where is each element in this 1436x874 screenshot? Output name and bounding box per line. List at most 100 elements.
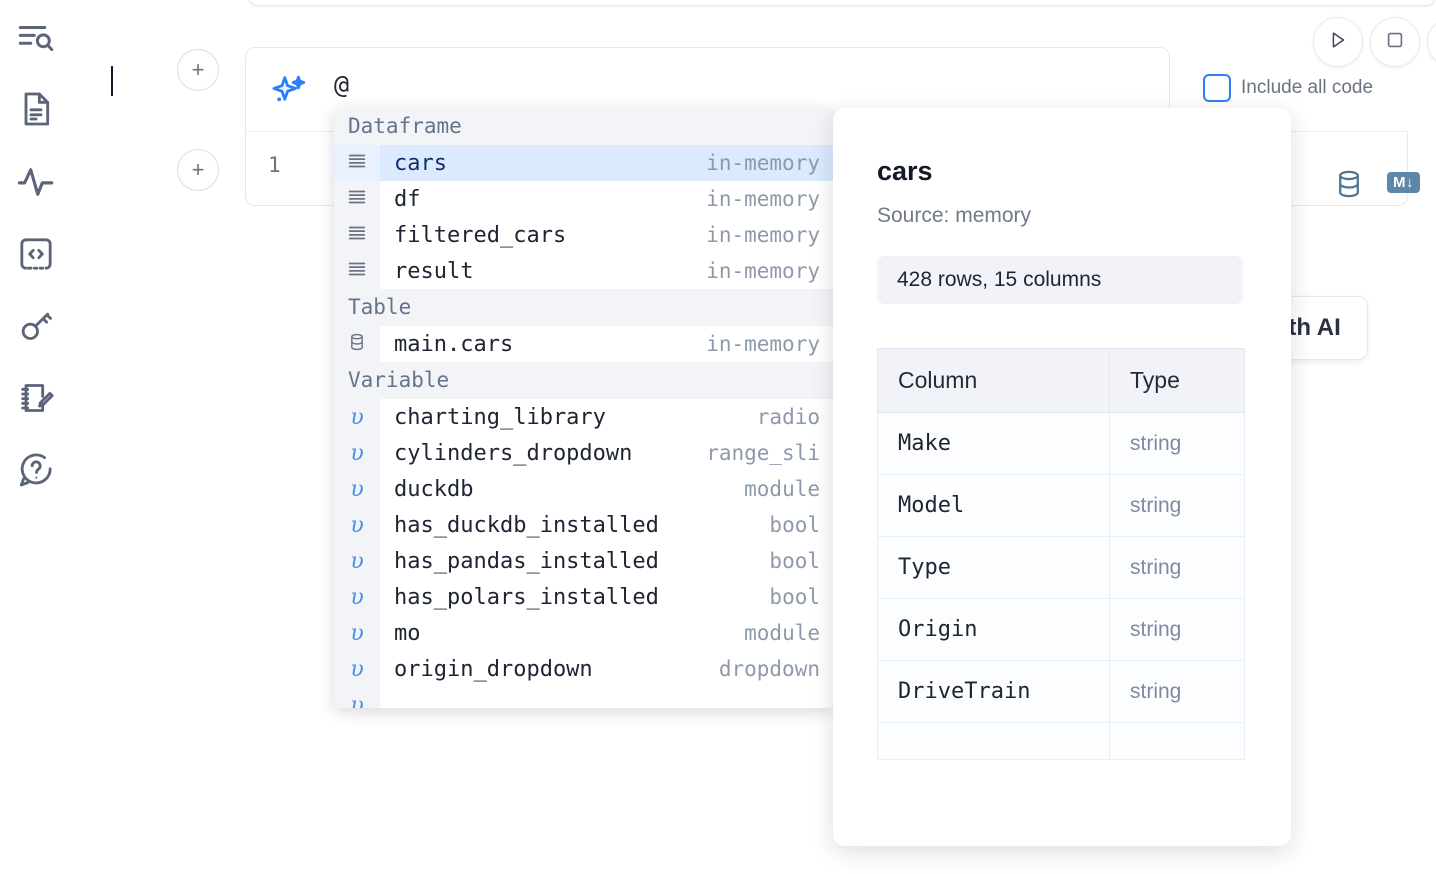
autocomplete-item-name: main.cars: [394, 331, 514, 357]
autocomplete-item-icon: υ: [334, 471, 380, 507]
autocomplete-item-type: in-memory: [706, 259, 820, 283]
sidebar-item-explore[interactable]: [12, 14, 60, 62]
schema-column-name: Type: [877, 536, 1110, 599]
autocomplete-item-icon: υ: [334, 399, 380, 435]
include-all-code-row[interactable]: Include all code: [1203, 74, 1373, 102]
autocomplete-item-name: filtered_cars: [394, 222, 567, 248]
add-cell-above-button[interactable]: +: [177, 49, 219, 91]
autocomplete-group-header: Table: [334, 289, 834, 326]
database-icon[interactable]: [1333, 168, 1365, 205]
stop-button[interactable]: [1370, 17, 1420, 67]
sidebar-item-activity[interactable]: [12, 158, 60, 206]
autocomplete-item-partial[interactable]: υ: [334, 687, 834, 708]
dataset-info-panel: cars Source: memory 428 rows, 15 columns…: [833, 108, 1291, 846]
text-caret: [111, 66, 113, 96]
schema-column-name: Model: [877, 474, 1110, 537]
table-database-icon: [347, 332, 367, 357]
autocomplete-item[interactable]: υ charting_library radio: [334, 399, 834, 435]
schema-column-type: string: [1109, 474, 1245, 537]
previous-cell-partial: [248, 0, 1436, 6]
autocomplete-item-name: has_pandas_installed: [394, 548, 659, 574]
sidebar-item-scratchpad[interactable]: [12, 374, 60, 422]
autocomplete-item-name: has_duckdb_installed: [394, 512, 659, 538]
variable-icon: υ: [350, 692, 364, 709]
autocomplete-item-type: module: [744, 477, 820, 501]
autocomplete-item-type: in-memory: [706, 187, 820, 211]
autocomplete-item-name: mo: [394, 620, 421, 646]
autocomplete-item-icon: υ: [334, 543, 380, 579]
autocomplete-item-type: in-memory: [706, 332, 820, 356]
include-all-code-label: Include all code: [1241, 77, 1374, 98]
autocomplete-item-icon: υ: [334, 687, 380, 708]
sparkles-icon: [268, 72, 310, 119]
autocomplete-item[interactable]: result in-memory: [334, 253, 834, 289]
variable-icon: υ: [350, 620, 364, 646]
autocomplete-item-icon: υ: [334, 507, 380, 543]
variable-icon: υ: [350, 656, 364, 682]
variable-icon: υ: [350, 512, 364, 538]
autocomplete-item-type: bool: [769, 549, 820, 573]
autocomplete-item-name: cars: [394, 150, 447, 176]
autocomplete-item-type: range_sli: [706, 441, 820, 465]
variable-icon: υ: [350, 548, 364, 574]
dataframe-icon: [346, 186, 368, 213]
ai-prompt-input[interactable]: @: [334, 70, 350, 99]
autocomplete-group-header: Dataframe: [334, 108, 834, 145]
dataset-source: Source: memory: [877, 204, 1032, 227]
line-number: 1: [268, 153, 281, 177]
explore-search-icon: [15, 17, 57, 59]
autocomplete-item-icon: [334, 326, 380, 362]
autocomplete-item-name: duckdb: [394, 476, 474, 502]
more-actions-button[interactable]: [1427, 17, 1436, 67]
ai-hint-pill[interactable]: with AI: [1278, 296, 1368, 360]
activity-pulse-icon: [15, 161, 57, 203]
autocomplete-item-name: df: [394, 186, 421, 212]
sidebar-item-files[interactable]: [12, 85, 60, 133]
markdown-badge[interactable]: M↓: [1387, 172, 1420, 193]
sidebar-item-snippets[interactable]: [12, 230, 60, 278]
dataframe-icon: [346, 222, 368, 249]
variable-icon: υ: [350, 584, 364, 610]
autocomplete-item[interactable]: df in-memory: [334, 181, 834, 217]
autocomplete-item-type: radio: [756, 405, 820, 429]
schema-column-type: string: [1109, 598, 1245, 661]
add-cell-below-button[interactable]: +: [177, 149, 219, 191]
schema-column-type: [1109, 722, 1245, 760]
autocomplete-item-icon: υ: [334, 651, 380, 687]
sidebar-item-help[interactable]: [12, 446, 60, 494]
sidebar-rail: [0, 0, 72, 874]
autocomplete-item-type: module: [744, 621, 820, 645]
autocomplete-item-icon: [334, 145, 380, 181]
autocomplete-item-name: origin_dropdown: [394, 656, 593, 682]
schema-column-name: Make: [877, 412, 1110, 475]
run-button[interactable]: [1313, 17, 1363, 67]
sidebar-item-secrets[interactable]: [12, 302, 60, 350]
autocomplete-item-icon: υ: [334, 615, 380, 651]
help-question-icon: [16, 450, 56, 490]
code-snippet-icon: [16, 234, 56, 274]
schema-column-type: string: [1109, 660, 1245, 723]
autocomplete-item-name: result: [394, 258, 474, 284]
autocomplete-item-icon: υ: [334, 435, 380, 471]
autocomplete-item[interactable]: υ has_pandas_installed bool: [334, 543, 834, 579]
autocomplete-item[interactable]: main.cars in-memory: [334, 326, 834, 362]
include-all-code-checkbox[interactable]: [1203, 74, 1231, 102]
schema-column-type: string: [1109, 536, 1245, 599]
dataframe-icon: [346, 150, 368, 177]
schema-header-column: Column: [877, 348, 1110, 413]
autocomplete-item-name: charting_library: [394, 404, 606, 430]
schema-row-partial: [877, 722, 1245, 760]
play-triangle-icon: [1327, 29, 1349, 56]
autocomplete-item[interactable]: υ mo module: [334, 615, 834, 651]
